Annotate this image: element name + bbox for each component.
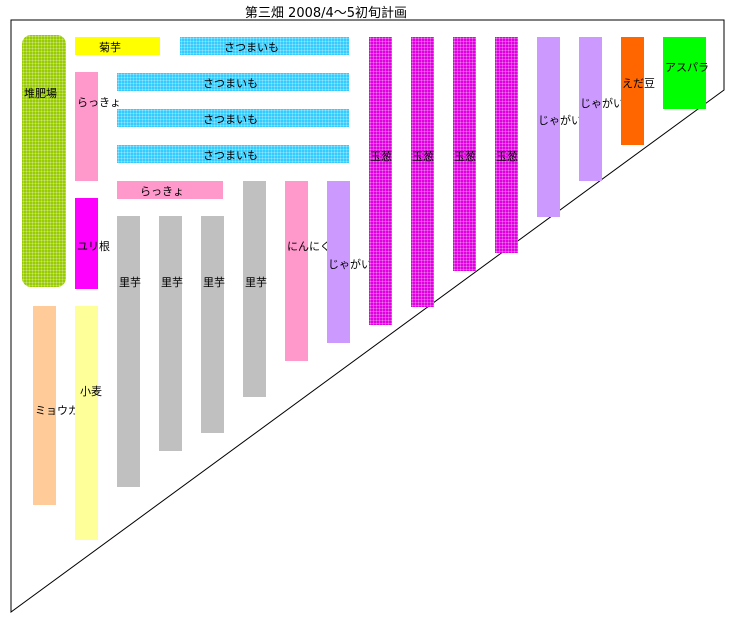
- plot-onion: 玉葱: [369, 37, 392, 325]
- plot-label: さつまいも: [203, 149, 258, 162]
- plot-label: にんにく: [287, 240, 331, 253]
- plot-potato: じゃがいも: [327, 181, 383, 343]
- plot-wheat: 小麦: [75, 306, 102, 540]
- plot-label: 玉葱: [454, 150, 476, 163]
- plot-rakkyo: らっきょ: [117, 181, 223, 199]
- plot-label: アスパラ: [665, 61, 709, 74]
- plot-satoimo: 里芋: [201, 216, 225, 433]
- plot-myoga: ミョウガ: [33, 306, 79, 505]
- plot-label: 菊芋: [99, 41, 121, 54]
- plot-compost: 堆肥場: [22, 35, 66, 287]
- plot-label: えだ豆: [622, 77, 655, 90]
- plot-label: 玉葱: [412, 150, 434, 163]
- plot-label: ミョウガ: [35, 404, 79, 417]
- plot-label: 玉葱: [496, 150, 518, 163]
- plot-onion: 玉葱: [411, 37, 434, 307]
- plot-potato: じゃがいも: [579, 37, 635, 181]
- plot-label: 玉葱: [370, 150, 392, 163]
- plot-onion: 玉葱: [495, 37, 518, 253]
- plot-label: 里芋: [119, 276, 141, 289]
- plot-label: 小麦: [80, 385, 102, 398]
- plot-label: さつまいも: [224, 41, 279, 54]
- plot-edamame: えだ豆: [621, 37, 655, 145]
- plot-label: さつまいも: [203, 77, 258, 90]
- plot-label: ユリ根: [77, 240, 110, 253]
- plot-label: 里芋: [203, 276, 225, 289]
- plot-potato: じゃがいも: [537, 37, 593, 217]
- plot-satoimo: 里芋: [243, 181, 267, 397]
- plot-label: らっきょ: [77, 96, 121, 109]
- plot-sweet-potato: さつまいも: [117, 73, 349, 91]
- plot-label: 堆肥場: [24, 87, 57, 100]
- plot-asparagus: アスパラ: [663, 37, 709, 109]
- plot-sweet-potato: さつまいも: [117, 145, 349, 163]
- plot-sweet-potato: さつまいも: [180, 37, 349, 55]
- page-title: 第三畑 2008/4～5初旬計画: [244, 6, 408, 21]
- plot-label: 里芋: [245, 276, 267, 289]
- plot-sweet-potato: さつまいも: [117, 109, 349, 127]
- plot-onion: 玉葱: [453, 37, 476, 271]
- plot-kikuimo: 菊芋: [75, 37, 160, 55]
- plot-label: らっきょ: [140, 185, 184, 198]
- plot-label: さつまいも: [203, 113, 258, 126]
- plot-satoimo: 里芋: [117, 216, 141, 487]
- plot-garlic: にんにく: [285, 181, 331, 361]
- plot-yurine: ユリ根: [75, 198, 110, 289]
- plot-rakkyo: らっきょ: [75, 72, 121, 181]
- plot-satoimo: 里芋: [159, 216, 183, 451]
- plot-label: 里芋: [161, 276, 183, 289]
